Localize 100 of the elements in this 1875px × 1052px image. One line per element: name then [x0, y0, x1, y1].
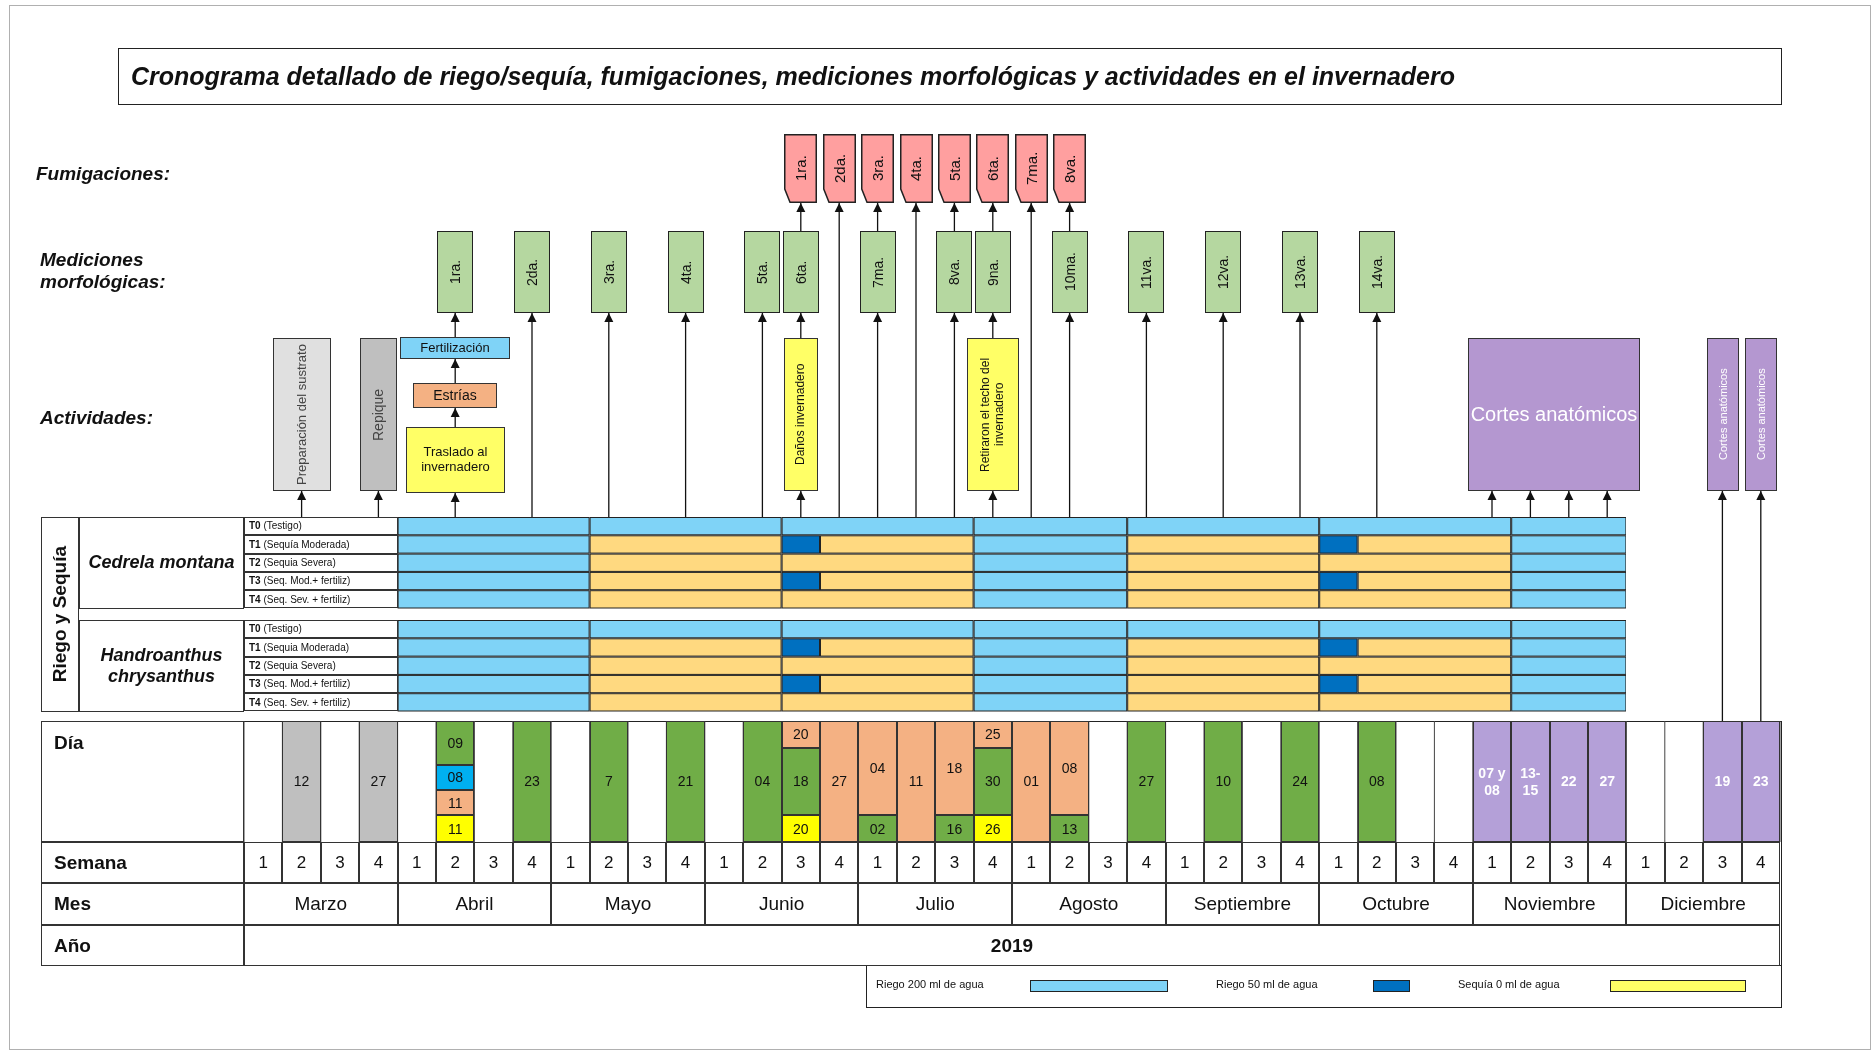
day-cell: 08	[1050, 721, 1089, 816]
week-number: 3	[781, 842, 820, 883]
arrow	[297, 490, 307, 518]
week-number: 2	[1050, 842, 1089, 883]
day-cell: 07 y 08	[1472, 721, 1512, 842]
week-number: 1	[704, 842, 744, 883]
arrow	[834, 202, 844, 518]
day-cell: 25	[973, 721, 1012, 748]
day-cell: 27	[820, 721, 859, 842]
day-cell: 22	[1549, 721, 1588, 842]
week-number: 3	[1549, 842, 1588, 883]
month-name: Noviembre	[1472, 883, 1627, 925]
activity-box: Estrías	[413, 383, 497, 408]
day-cell: 02	[858, 815, 897, 842]
arrow	[1602, 490, 1612, 518]
arrow	[527, 312, 537, 518]
fumigation-tag: 4ta.	[899, 134, 933, 203]
measurement-box: 7ma.	[859, 231, 896, 313]
week-number: 1	[1165, 842, 1204, 883]
week-number: 2	[436, 842, 475, 883]
day-cell: 16	[935, 815, 974, 842]
day-cell: 01	[1012, 721, 1051, 842]
measurement-box: 5ta.	[744, 231, 781, 313]
week-number: 4	[1588, 842, 1627, 883]
row-heading: Mediciones morfológicas:	[40, 248, 167, 294]
week-number: 4	[1280, 842, 1320, 883]
arrow	[1026, 202, 1036, 518]
arrow	[681, 312, 691, 518]
row-header: Semana	[41, 842, 244, 883]
month-name: Abril	[397, 883, 552, 925]
day-cell: 13	[1050, 815, 1089, 842]
week-number: 2	[1664, 842, 1704, 883]
month-name: Julio	[858, 883, 1012, 925]
species-name: Handroanthus chrysanthus	[79, 620, 244, 712]
day-cell: 19	[1703, 721, 1742, 842]
week-number: 1	[1472, 842, 1512, 883]
day-cell: 13-15	[1511, 721, 1550, 842]
arrow	[949, 202, 959, 232]
row-header: Día	[41, 721, 244, 842]
arrow	[1295, 312, 1305, 518]
treatment-label: T0 (Testigo)	[244, 620, 398, 639]
legend-label: Riego 50 ml de agua	[1216, 978, 1319, 992]
day-cell: 27	[359, 721, 398, 842]
activity-box: Fertilización	[400, 337, 510, 359]
fumigation-tag: 2da.	[822, 134, 856, 203]
arrow	[1372, 312, 1382, 518]
fumigation-tag: 6ta.	[976, 134, 1010, 203]
activity-box: Daños invernadero	[784, 338, 818, 491]
measurement-box: 6ta.	[782, 231, 819, 313]
arrow	[450, 407, 460, 428]
week-number: 3	[628, 842, 667, 883]
arrow	[450, 312, 460, 338]
fumigation-tag: 8va.	[1053, 134, 1087, 203]
day-cell: 11	[436, 789, 475, 816]
arrow	[1564, 490, 1574, 518]
week-number: 2	[743, 842, 782, 883]
measurement-box: 1ra.	[437, 231, 474, 313]
legend-label: Sequía 0 ml de agua	[1458, 978, 1561, 992]
activity-box: Preparación del sustrato	[273, 338, 331, 491]
month-name: Octubre	[1319, 883, 1473, 925]
day-cell: 20	[781, 815, 820, 842]
arrow	[796, 202, 806, 232]
day-cell: 11	[436, 815, 475, 842]
day-cell: 12	[282, 721, 321, 842]
day-cell: 11	[896, 721, 936, 842]
arrow	[1141, 312, 1151, 518]
week-number: 1	[551, 842, 590, 883]
arrow	[1218, 312, 1228, 518]
day-cell: 27	[1588, 721, 1627, 842]
day-cell: 04	[858, 721, 897, 816]
week-number: 3	[1396, 842, 1435, 883]
arrow	[757, 312, 767, 518]
activity-box: Retiraron el techo del invernadero	[967, 338, 1019, 491]
week-number: 3	[1703, 842, 1742, 883]
week-number: 1	[397, 842, 436, 883]
arrow	[1525, 490, 1535, 518]
week-number: 4	[359, 842, 398, 883]
day-cell: 18	[935, 721, 974, 816]
activity-box: Repique	[360, 338, 397, 491]
arrow	[988, 202, 998, 232]
arrow	[796, 312, 806, 339]
measurement-box: 14va.	[1358, 231, 1395, 313]
arrow	[450, 358, 460, 384]
measurement-box: 2da.	[514, 231, 550, 313]
week-number: 4	[1127, 842, 1166, 883]
measurement-box: 10ma.	[1051, 231, 1088, 313]
treatment-label: T4 (Seq. Sev. + fertiliz)	[244, 590, 398, 609]
day-cell: 27	[1127, 721, 1166, 842]
row-header: Riego y Sequía	[41, 517, 79, 712]
fumigation-tag: 7ma.	[1014, 134, 1048, 203]
treatment-label: T1 (Sequía Moderada)	[244, 535, 398, 554]
fumigation-tag: 5ta.	[937, 134, 971, 203]
week-number: 1	[1012, 842, 1051, 883]
fumigation-tag: 1ra.	[784, 134, 818, 203]
treatment-label: T0 (Testigo)	[244, 517, 398, 536]
week-number: 4	[973, 842, 1012, 883]
arrow	[1756, 490, 1766, 722]
week-number: 3	[935, 842, 974, 883]
week-number: 2	[1357, 842, 1396, 883]
day-cell: 08	[436, 764, 475, 790]
